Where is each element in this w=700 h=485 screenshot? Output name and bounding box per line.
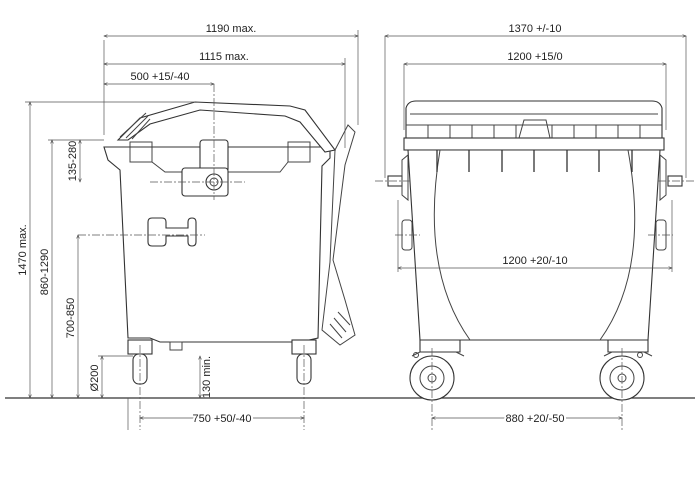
front-right-wheel	[599, 339, 653, 430]
dim-750-wheelbase: 750 +50/-40	[192, 413, 251, 425]
front-view-dimensions: 1370 +/-10 1200 +15/0 1200 +20/-10 880 +…	[385, 23, 686, 427]
side-rear-wheel	[291, 339, 317, 430]
dim-700-850: 700-850	[65, 298, 77, 338]
dim-1190-max: 1190 max.	[206, 23, 257, 35]
side-view	[78, 84, 356, 430]
dim-1370: 1370 +/-10	[509, 23, 562, 35]
front-view	[375, 100, 695, 430]
front-body-ribs	[436, 150, 633, 172]
dim-880-track: 880 +20/-50	[505, 413, 564, 425]
dim-860-1290: 860-1290	[39, 249, 51, 296]
side-rim-pocket	[129, 141, 153, 163]
dim-135-280: 135-280	[67, 141, 79, 181]
side-open-lid	[321, 124, 356, 346]
dim-130-min: 130 min.	[201, 356, 213, 398]
front-left-wheel	[409, 339, 465, 430]
front-body-outline	[407, 149, 661, 341]
side-body-outline	[103, 146, 331, 343]
dim-1115-max: 1115 max.	[199, 51, 249, 63]
dim-wheel-diameter: Ø200	[89, 365, 101, 392]
side-view-dimensions: 1190 max. 1115 max. 500 +15/-40 1470 max…	[17, 23, 358, 430]
side-rim-pocket-right	[287, 141, 311, 163]
dim-500: 500 +15/-40	[130, 71, 189, 83]
side-front-wheel	[127, 339, 153, 430]
dim-1200-body: 1200 +20/-10	[502, 255, 567, 267]
front-lid-ribs	[427, 119, 641, 139]
dim-1470-max: 1470 max.	[17, 224, 29, 275]
front-rim	[403, 137, 665, 151]
dim-1200-lid: 1200 +15/0	[507, 51, 562, 63]
side-drain-plug	[169, 341, 183, 351]
side-handle	[147, 217, 197, 247]
front-body-curve	[433, 149, 636, 341]
